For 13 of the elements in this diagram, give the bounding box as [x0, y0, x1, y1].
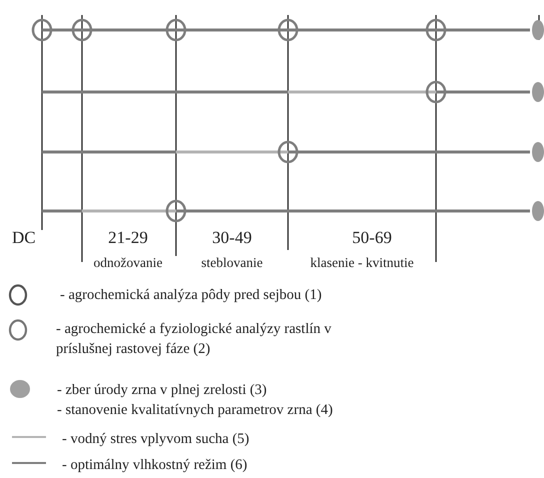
stage-range-label: 50-69: [352, 229, 392, 246]
legend-text: - optimálny vlhkostný režim (6): [62, 456, 248, 475]
legend-text: - agrochemická analýza pôdy pred sejbou (1): [60, 286, 322, 305]
legend-text: - stanovenie kvalitatívnych parametrov zrna (4): [57, 401, 333, 420]
axis-label: DC: [12, 229, 36, 246]
stage-name-label: klasenie - kvitnutie: [310, 256, 414, 270]
legend-text: - zber úrody zrna v plnej zrelosti (3): [57, 381, 267, 400]
stage-range-label: 30-49: [212, 229, 252, 246]
stage-name-label: odnožovanie: [94, 256, 162, 270]
stage-name-label: steblovanie: [201, 256, 263, 270]
stage-range-label: 21-29: [108, 229, 148, 246]
legend-text: - agrochemické a fyziologické analýzy rastlín v príslušnej rastovej fáze (2): [56, 320, 332, 359]
legend-text: - vodný stres vplyvom sucha (5): [62, 430, 250, 449]
